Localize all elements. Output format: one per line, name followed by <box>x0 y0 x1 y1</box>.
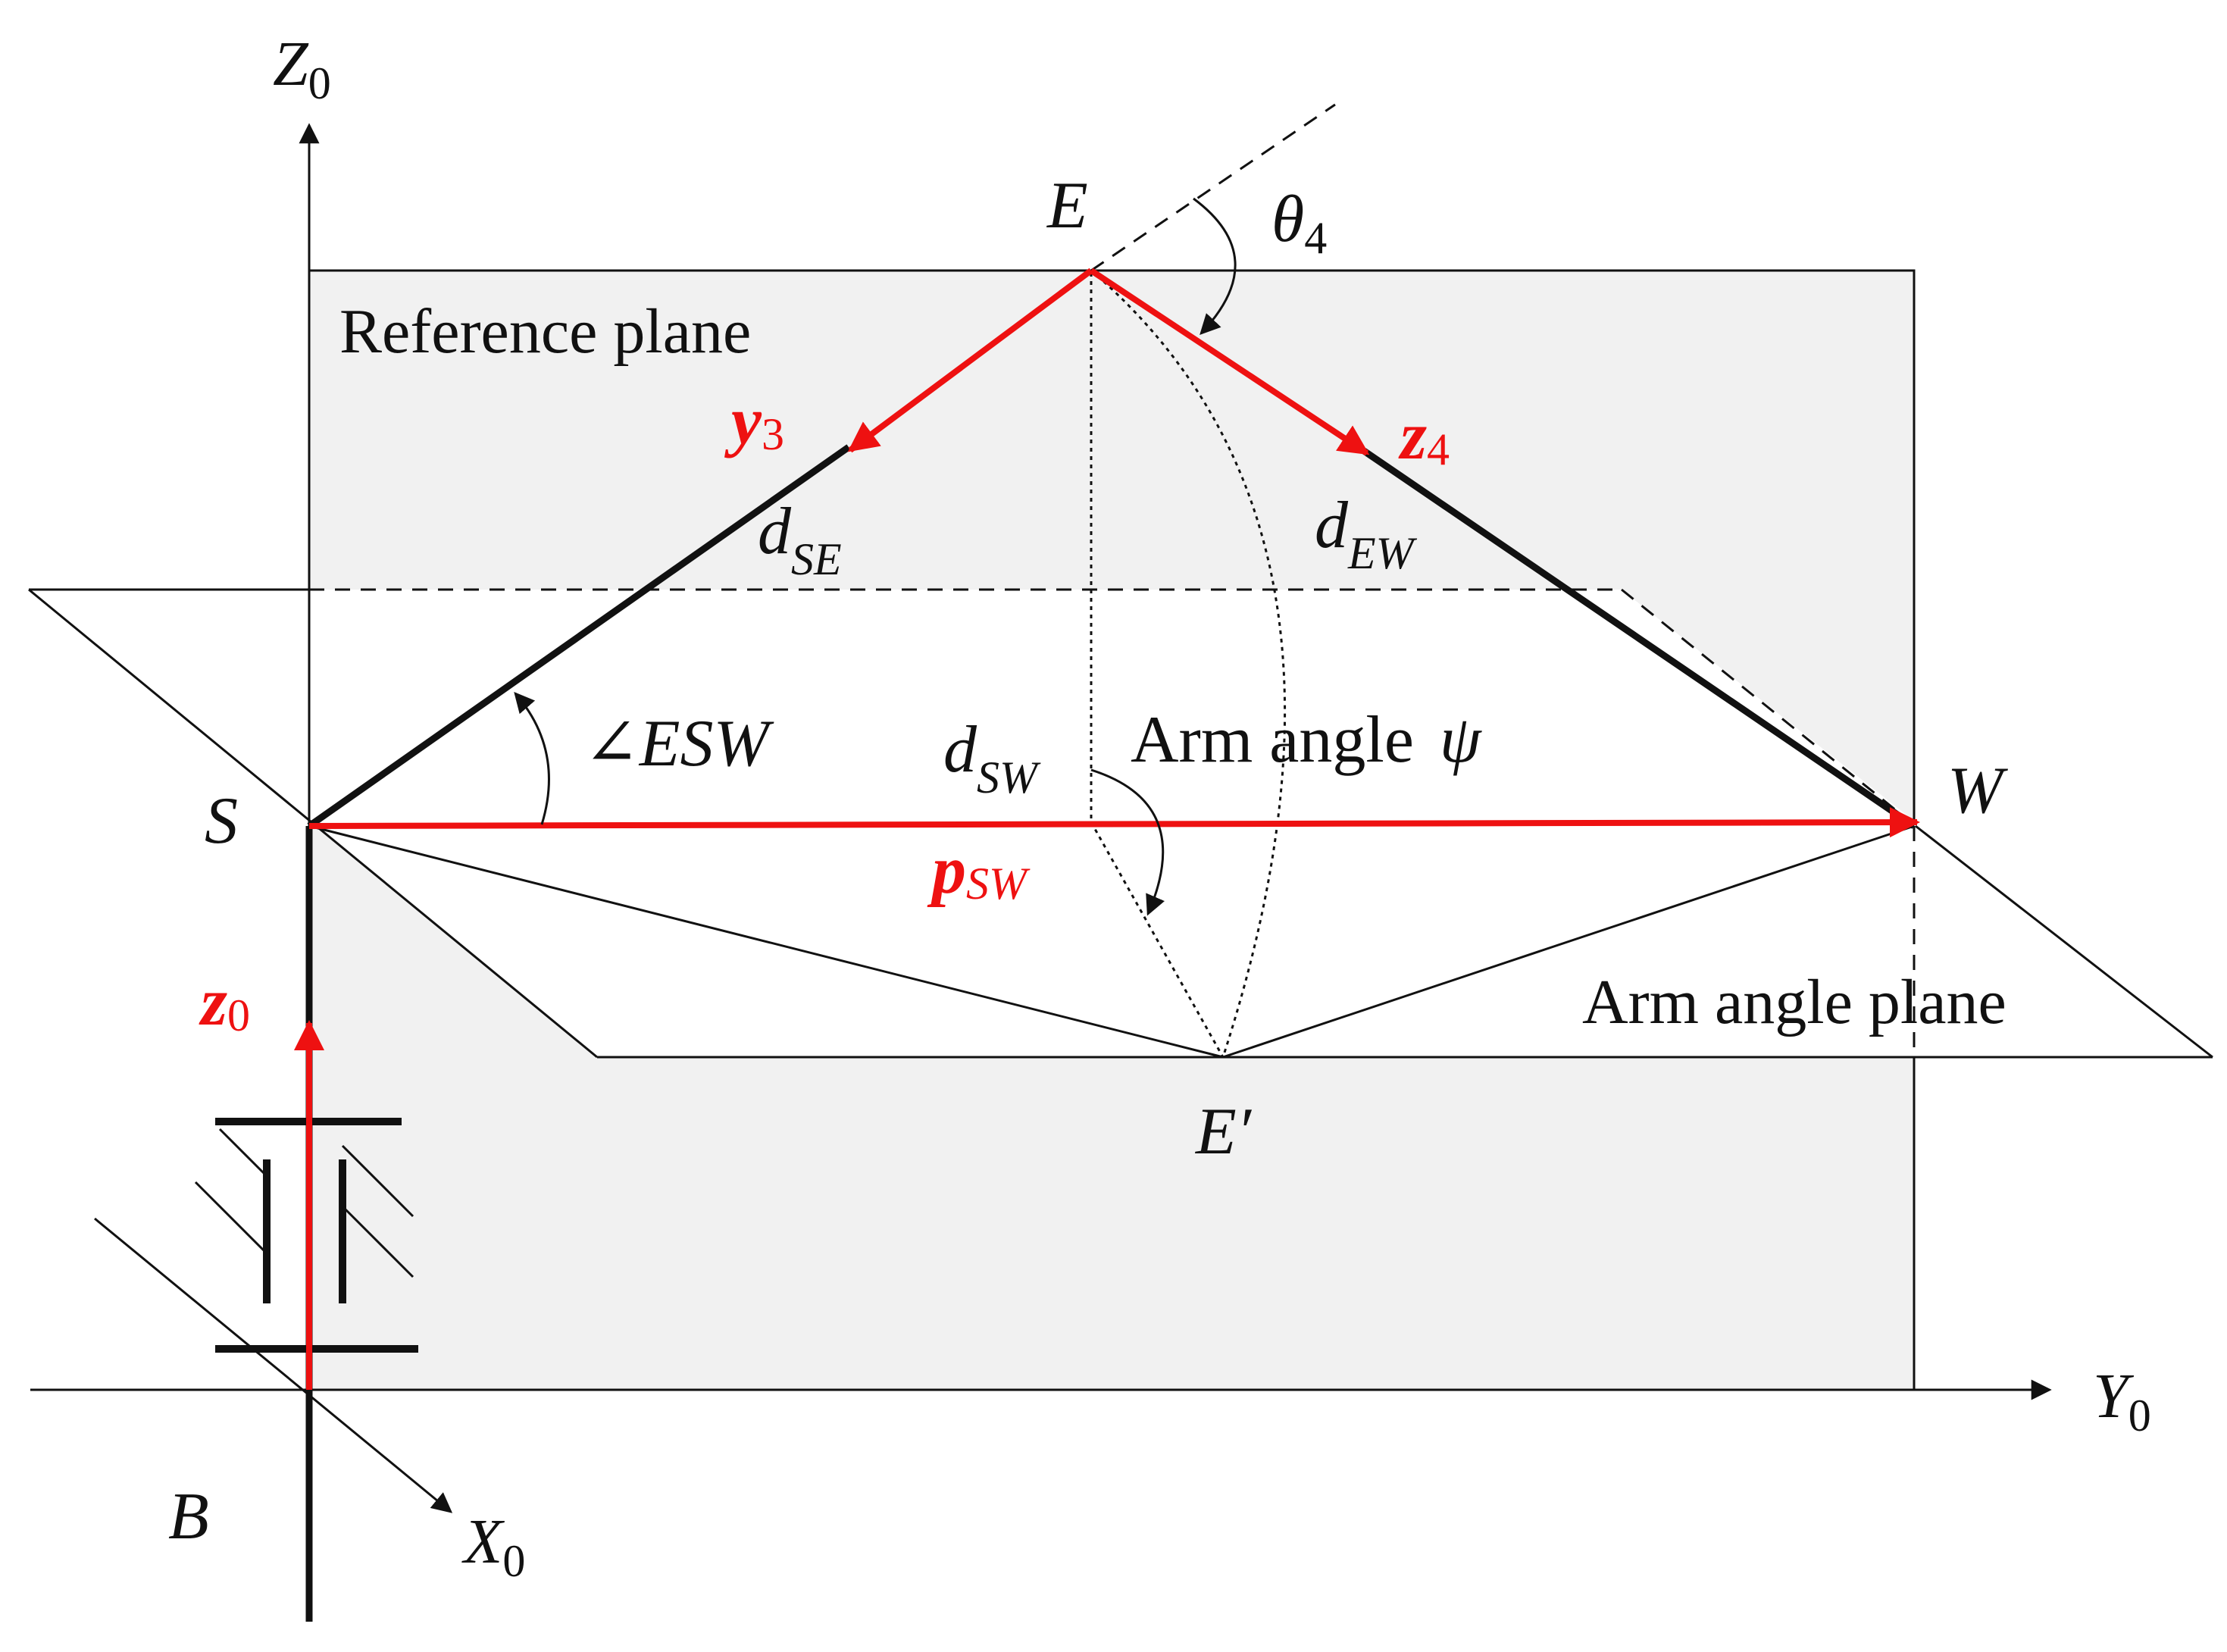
point-e-label: E <box>1046 169 1088 242</box>
arm-angle-label: Arm angle ψ <box>1131 703 1482 777</box>
d-se-sub: SE <box>791 534 842 584</box>
arm-angle-plane-label: Arm angle plane <box>1582 967 2006 1037</box>
esw-angle-label: ∠ESW <box>583 707 774 781</box>
reference-plane-lower-fill <box>311 1059 1913 1388</box>
foot-to-eprime-dotted <box>1090 821 1225 1058</box>
arm-angle-text: Arm angle <box>1131 703 1414 777</box>
arm-angle-psi-arc <box>1090 768 1165 916</box>
z0-axis-label: Z0 <box>273 29 331 108</box>
y3-vector <box>847 268 1093 453</box>
p-sw-main: p <box>927 833 966 908</box>
z0-vector-main: z <box>199 965 227 1040</box>
z4-label: z4 <box>1398 399 1450 474</box>
z0-vector-label: z0 <box>199 965 250 1040</box>
y0-axis-main: Y <box>2093 1361 2135 1431</box>
point-s-label: S <box>205 784 238 858</box>
z4-sub: 4 <box>1427 424 1450 474</box>
arm-angle-plane-right-hidden <box>1621 588 1916 828</box>
point-b-label: B <box>168 1480 209 1553</box>
esw-arc <box>514 691 550 825</box>
d-sw-main: d <box>943 713 977 787</box>
p-sw-label: pSW <box>927 833 1031 909</box>
p-sw-vector <box>308 807 1920 838</box>
theta4-label: θ4 <box>1271 183 1327 263</box>
upper-arm-link <box>307 444 851 829</box>
x0-axis-main: X <box>461 1507 505 1577</box>
d-se-main: d <box>758 495 792 568</box>
point-w-label: W <box>1947 754 2008 828</box>
theta4-arc <box>1193 197 1237 335</box>
theta4-sub: 4 <box>1304 213 1327 263</box>
point-eprime-label: E′ <box>1194 1095 1253 1169</box>
d-ew-sub: EW <box>1347 528 1418 578</box>
s-to-eprime-line <box>308 824 1224 1059</box>
theta4-extension-dashed <box>1090 103 1336 272</box>
y3-sub: 3 <box>762 409 784 459</box>
z0-axis-sub: 0 <box>308 58 331 108</box>
reference-plane-label: Reference plane <box>339 296 751 367</box>
p-sw-sub: SW <box>966 859 1031 909</box>
d-sw-label: dSW <box>943 713 1041 803</box>
x0-axis <box>94 1217 453 1513</box>
x0-axis-sub: 0 <box>502 1536 525 1586</box>
d-sw-sub: SW <box>977 752 1041 803</box>
forearm-link <box>1362 448 1916 829</box>
d-se-label: dSE <box>758 495 842 584</box>
y0-axis-label: Y0 <box>2093 1361 2151 1441</box>
psi-symbol: ψ <box>1440 703 1482 777</box>
z4-vector <box>1089 268 1370 456</box>
z0-axis-main: Z <box>273 29 309 99</box>
theta4-main: θ <box>1271 183 1304 256</box>
d-ew-main: d <box>1315 489 1349 562</box>
x0-axis-label: X0 <box>461 1507 525 1586</box>
y0-axis-sub: 0 <box>2128 1391 2151 1441</box>
w-to-eprime-line <box>1222 824 1915 1059</box>
z4-main: z <box>1398 399 1427 474</box>
elbow-circle-arc <box>1090 269 1287 1058</box>
d-ew-label: dEW <box>1315 489 1418 578</box>
arm-angle-plane-right-side <box>1915 824 2213 1059</box>
z0-vector-sub: 0 <box>227 990 250 1040</box>
